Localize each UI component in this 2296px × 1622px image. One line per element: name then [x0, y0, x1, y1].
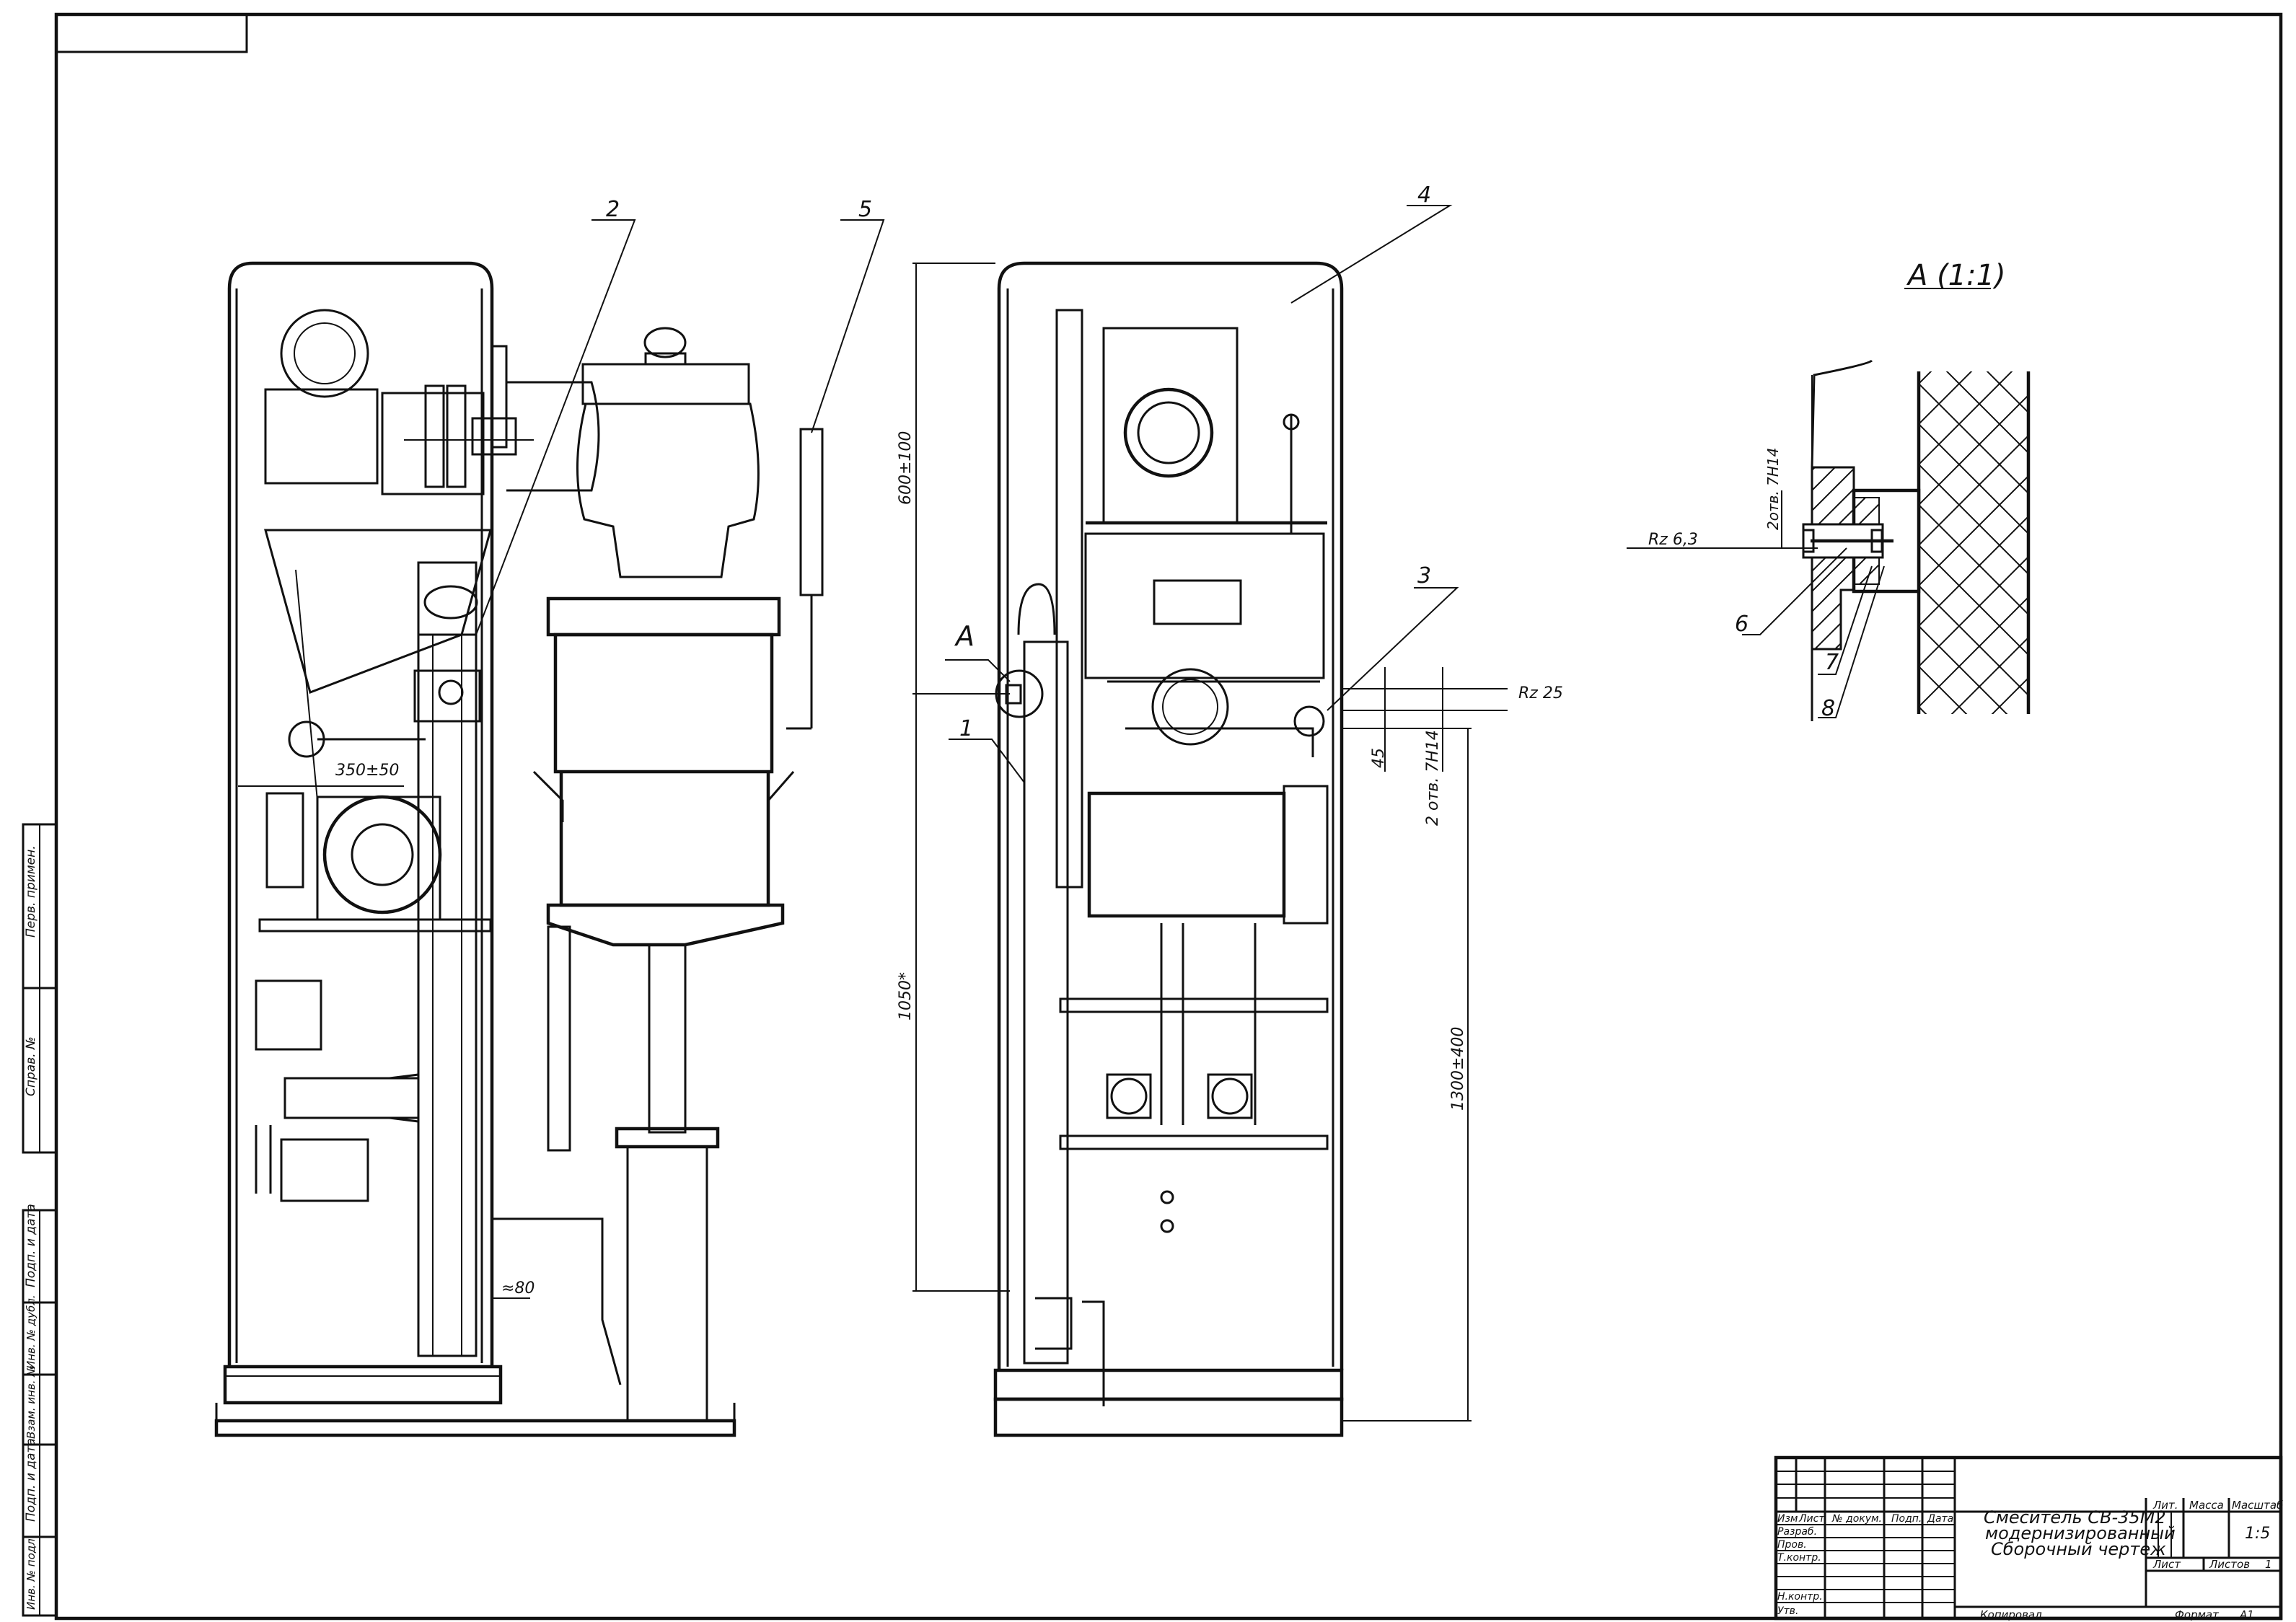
callout-3: 3: [1417, 563, 1431, 589]
dim-height-lower: 1050*: [897, 972, 915, 1021]
dim-rough-section: Rz 6,3: [1648, 531, 1698, 549]
dim-height-right: 1300±400: [1449, 1027, 1467, 1111]
callout-8: 8: [1821, 696, 1835, 721]
role-approved: Утв.: [1777, 1605, 1798, 1617]
dim-45: 45: [1370, 748, 1388, 768]
side-view: [214, 261, 824, 1437]
scale-label: Масштаб: [2232, 1499, 2283, 1512]
section-a: [1802, 359, 2031, 721]
lit-label: Лит.: [2152, 1499, 2178, 1512]
title-line-2: модернизированный: [1985, 1523, 2176, 1543]
callout-1: 1: [959, 716, 973, 741]
format-value: А1: [2239, 1608, 2254, 1621]
dim-width-motor: 350±50: [335, 762, 399, 780]
callout-2: 2: [606, 197, 620, 222]
copied-label: Копировал: [1980, 1608, 2042, 1621]
role-tech-control: Т.контр.: [1777, 1552, 1821, 1564]
strip-label-first-use: Перв. примен.: [24, 845, 38, 938]
role-norm-control: Н.контр.: [1777, 1591, 1823, 1603]
role-checked: Пров.: [1777, 1539, 1807, 1551]
section-title: A (1:1): [1906, 259, 2006, 292]
header-list: Лист: [1798, 1513, 1825, 1525]
callout-5: 5: [858, 197, 872, 222]
header-date: Дата: [1927, 1513, 1953, 1525]
mass-label: Масса: [2189, 1499, 2224, 1512]
sheets-value: 1: [2265, 1558, 2272, 1571]
dim-rough-main: Rz 25: [1518, 684, 1563, 702]
callout-4: 4: [1417, 182, 1431, 208]
title-block: [1774, 1455, 2283, 1621]
sheet-frame: [54, 12, 2283, 1621]
role-developed: Разраб.: [1777, 1526, 1817, 1538]
left-stamp-strip: Перв. примен. Справ. № Подп. и дата Инв.…: [22, 823, 58, 1617]
callout-6: 6: [1735, 612, 1749, 637]
dim-tol-section: 2отв. 7Н14: [1764, 448, 1782, 530]
callout-7: 7: [1825, 650, 1839, 675]
format-label: Формат: [2175, 1608, 2220, 1621]
dim-tol-main: 2 отв. 7Н14: [1424, 730, 1442, 826]
sheet-label: Лист: [2152, 1558, 2181, 1571]
leader-lines: [475, 205, 1991, 783]
header-doc-no: № докум.: [1831, 1513, 1882, 1525]
strip-label-replace-no: Взам. инв. №: [25, 1365, 38, 1439]
sheets-label: Листов: [2209, 1558, 2250, 1571]
strip-label-dup-no: Инв. № дубл.: [25, 1295, 38, 1369]
dimension-lines: [238, 263, 1818, 1422]
dim-offset-pipe: ≈80: [501, 1279, 535, 1297]
header-izm: Изм: [1777, 1513, 1798, 1525]
strip-label-orig-no: Инв. № подл.: [25, 1535, 38, 1610]
strip-label-ref-no: Справ. №: [24, 1036, 38, 1096]
title-line-3: Сборочный чертеж: [1991, 1539, 2166, 1559]
title-line-1: Смеситель СВ-35М2: [1984, 1507, 2166, 1528]
view-marker-a: A: [954, 620, 975, 652]
header-sign: Подп.: [1891, 1513, 1922, 1525]
dim-height-upper: 600±100: [897, 431, 915, 505]
strip-label-sign-date-1: Подп. и дата: [24, 1204, 38, 1287]
strip-label-sign-date-2: Подп. и дата: [24, 1438, 38, 1522]
scale-value: 1:5: [2245, 1525, 2270, 1543]
front-view: [993, 261, 1344, 1437]
